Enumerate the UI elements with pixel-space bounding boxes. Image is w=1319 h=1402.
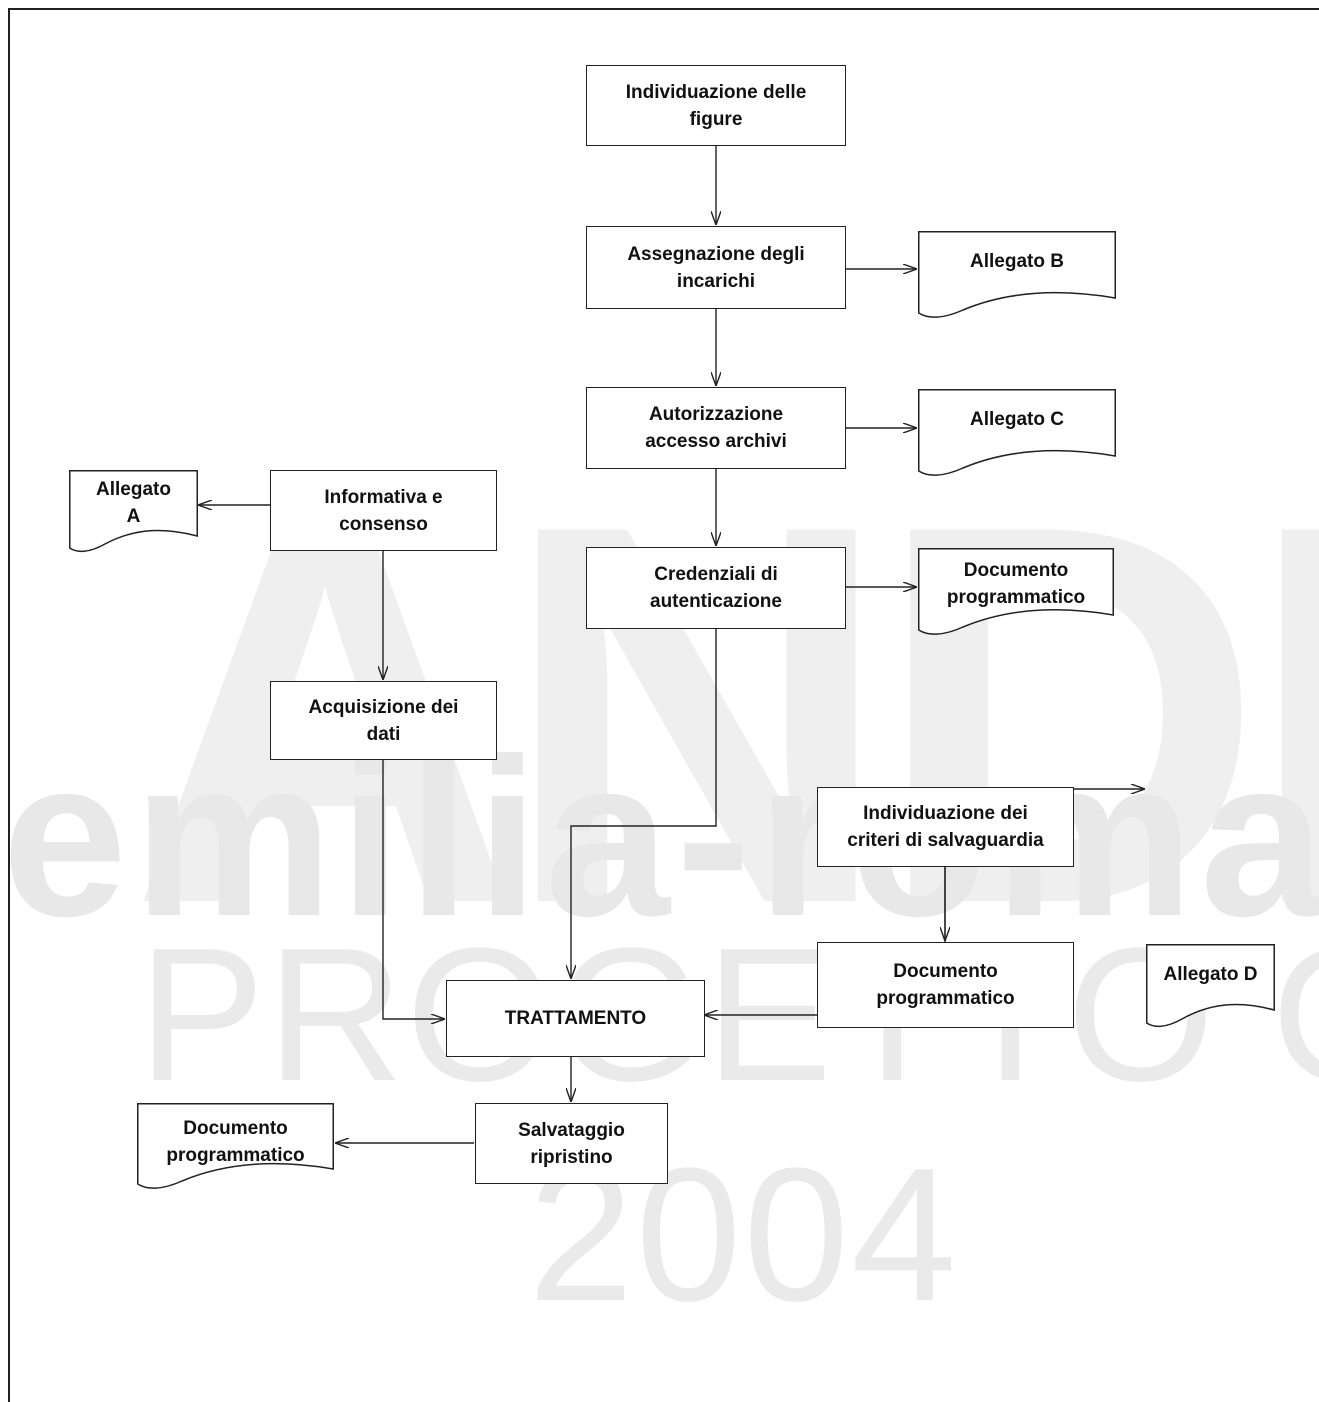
watermark-region: emilia-romagna [2, 711, 1319, 963]
box-trattamento: TRATTAMENTO [446, 980, 705, 1057]
box-documento-programmatico: Documento programmatico [817, 942, 1074, 1028]
doc-documento-salvataggio-label: Documento programmatico [166, 1118, 305, 1166]
box-acquisizione: Acquisizione dei dati [270, 681, 497, 760]
document-shape-icon [1146, 944, 1275, 1028]
doc-allegato-d: Allegato D [1146, 944, 1275, 1032]
box-assegnazione-incarichi: Assegnazione degli incarichi [586, 226, 846, 309]
page-frame [8, 8, 1319, 1402]
doc-allegato-c: Allegato C [918, 389, 1116, 479]
document-shape-icon [918, 231, 1116, 318]
doc-allegato-a: Allegato A [69, 470, 198, 555]
box-autorizzazione-accesso: Autorizzazione accesso archivi [586, 387, 846, 469]
box-individuazione-figure: Individuazione delle figure [586, 65, 846, 146]
doc-documento-salvataggio: Documento programmatico [137, 1103, 334, 1191]
doc-allegato-d-label: Allegato D [1163, 964, 1258, 985]
document-shape-icon [918, 389, 1116, 476]
doc-allegato-a-label: Allegato A [96, 479, 171, 527]
arrow-acquisizione-to-trattamento [382, 760, 444, 1019]
doc-allegato-c-label: Allegato C [970, 409, 1064, 430]
doc-documento-credenziali-label: Documento programmatico [946, 560, 1086, 608]
doc-allegato-b-label: Allegato B [970, 251, 1064, 272]
document-shape-icon [137, 1103, 334, 1189]
document-shape-icon [69, 470, 198, 553]
doc-allegato-b: Allegato B [918, 231, 1116, 321]
box-criteri-salvaguardia: Individuazione dei criteri di salvaguard… [817, 787, 1074, 867]
document-shape-icon [918, 548, 1114, 635]
doc-documento-credenziali: Documento programmatico [918, 548, 1114, 638]
box-informativa: Informativa e consenso [270, 470, 497, 551]
box-salvataggio: Salvataggio ripristino [475, 1103, 668, 1184]
arrow-credenziali-to-trattamento [571, 629, 717, 978]
box-credenziali: Credenziali di autenticazione [586, 547, 846, 629]
